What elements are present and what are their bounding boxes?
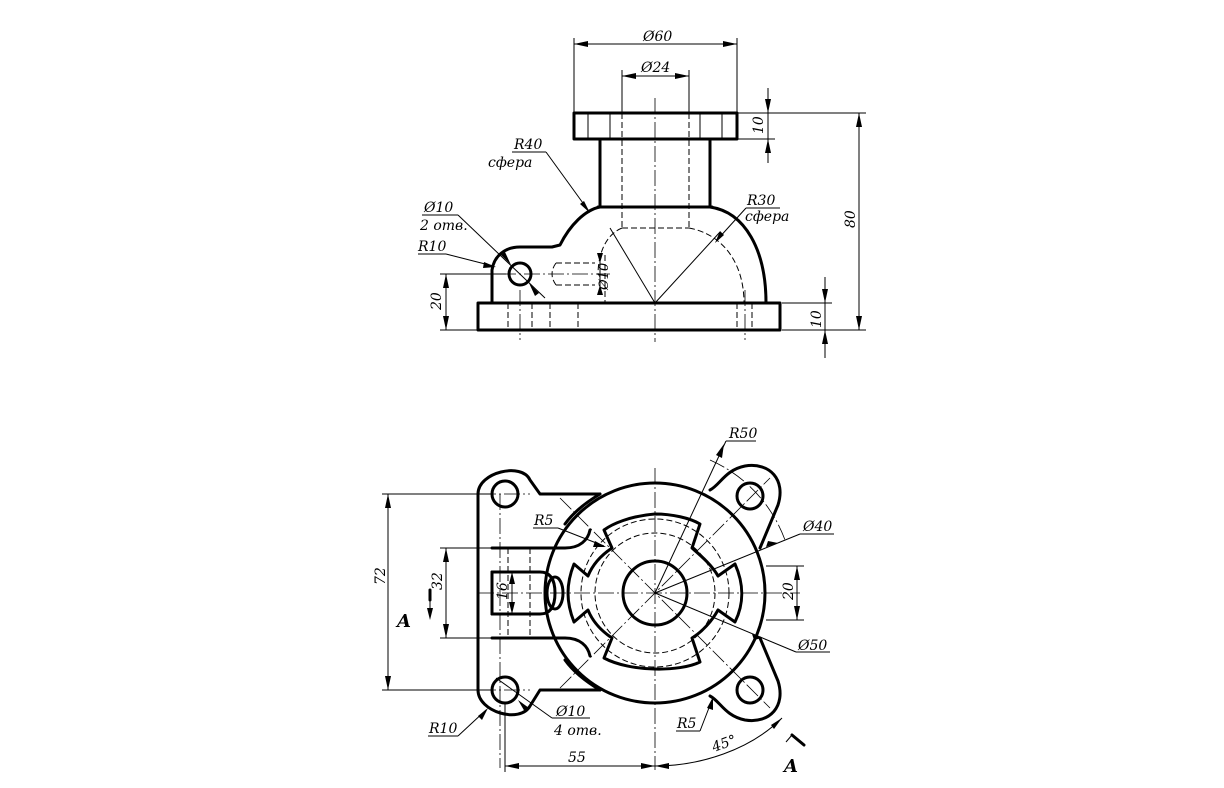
dim-16-text: 16	[495, 582, 511, 600]
label-r30: R30	[746, 193, 775, 209]
leader-d40: Ø40	[654, 519, 834, 594]
leader-d50: Ø50	[654, 592, 830, 654]
dimension-80: 80	[775, 112, 866, 331]
neck	[596, 137, 714, 209]
left-boss	[490, 528, 592, 658]
dim-20-right-text: 20	[781, 582, 797, 601]
dim-45-text: 45°	[709, 732, 739, 756]
label-d10-4: Ø10	[555, 704, 585, 720]
center-bore	[621, 559, 689, 627]
hole-bottom-right	[735, 675, 765, 705]
dim-72-text: 72	[373, 567, 389, 585]
leader-r10-front: R10	[417, 239, 496, 268]
dimension-20-right: 20	[766, 565, 804, 621]
slotted-ring	[566, 512, 744, 671]
dimension-slot-d10: Ø10	[597, 253, 612, 295]
outer-circle	[543, 481, 767, 705]
dim-20-text: 20	[429, 292, 445, 311]
dim-slot-d10-text: Ø10	[597, 263, 612, 291]
leader-r30: R30 сфера	[715, 193, 789, 243]
leader-r5-top: R5	[533, 513, 606, 547]
label-r5-top: R5	[533, 513, 554, 529]
dim-d24-text: Ø24	[640, 60, 670, 76]
dim-80-text: 80	[843, 210, 859, 228]
dimension-32: 32	[430, 547, 492, 639]
dimension-d24: Ø24	[621, 60, 690, 113]
label-d40: Ø40	[802, 519, 832, 535]
left-lug	[500, 255, 610, 330]
top-flange	[572, 111, 739, 228]
label-d10-4-note: 4 отв.	[553, 723, 602, 739]
dimension-45deg: 45°	[654, 717, 783, 769]
leader-r40: R40 сфера	[488, 137, 590, 213]
label-d10-note: 2 отв.	[419, 218, 468, 234]
dim-d60-text: Ø60	[642, 29, 672, 45]
dimension-16: 16	[495, 572, 515, 614]
dim-32-text: 32	[430, 572, 446, 590]
leader-r5-bottom: R5	[676, 697, 713, 732]
front-view: Ø60 Ø24 10 80	[417, 29, 866, 358]
label-r10-top: R10	[428, 721, 457, 737]
label-r40-note: сфера	[488, 155, 532, 171]
dimension-20: 20	[429, 273, 506, 331]
dimension-d60: Ø60	[573, 29, 738, 113]
label-r40: R40	[513, 137, 542, 153]
base-plate	[476, 290, 782, 340]
hole-top-right	[735, 481, 765, 511]
dim-55-text: 55	[568, 750, 586, 766]
section-right-letter: A	[782, 756, 798, 777]
leader-r10-top: R10	[428, 708, 488, 737]
label-d50: Ø50	[797, 638, 827, 654]
label-d10: Ø10	[423, 200, 453, 216]
label-r50: R50	[728, 426, 757, 442]
dimension-72: 72	[373, 493, 492, 691]
leader-d10-4holes: Ø10 4 отв.	[495, 677, 602, 739]
section-mark-left: A	[395, 588, 433, 632]
dimension-flange-10: 10	[737, 88, 775, 163]
right-bottom-lug	[708, 636, 782, 723]
dimension-55: 55	[504, 703, 655, 772]
left-lug-outline	[476, 469, 602, 717]
leader-r50: R50	[654, 426, 757, 594]
leader-d10-2holes: Ø10 2 отв.	[419, 200, 546, 299]
label-r5-bottom: R5	[676, 716, 697, 732]
dimension-base-10: 10	[782, 277, 832, 358]
dim-flange-10-text: 10	[751, 116, 767, 134]
dim-base-10-text: 10	[809, 310, 825, 328]
label-r10-front: R10	[417, 239, 446, 255]
section-left-letter: A	[395, 611, 411, 632]
top-view: R50 Ø40 Ø50 R5 R5	[373, 426, 834, 777]
section-mark-right: A	[782, 733, 806, 777]
label-r30-note: сфера	[745, 209, 789, 225]
right-top-lug	[708, 463, 782, 550]
